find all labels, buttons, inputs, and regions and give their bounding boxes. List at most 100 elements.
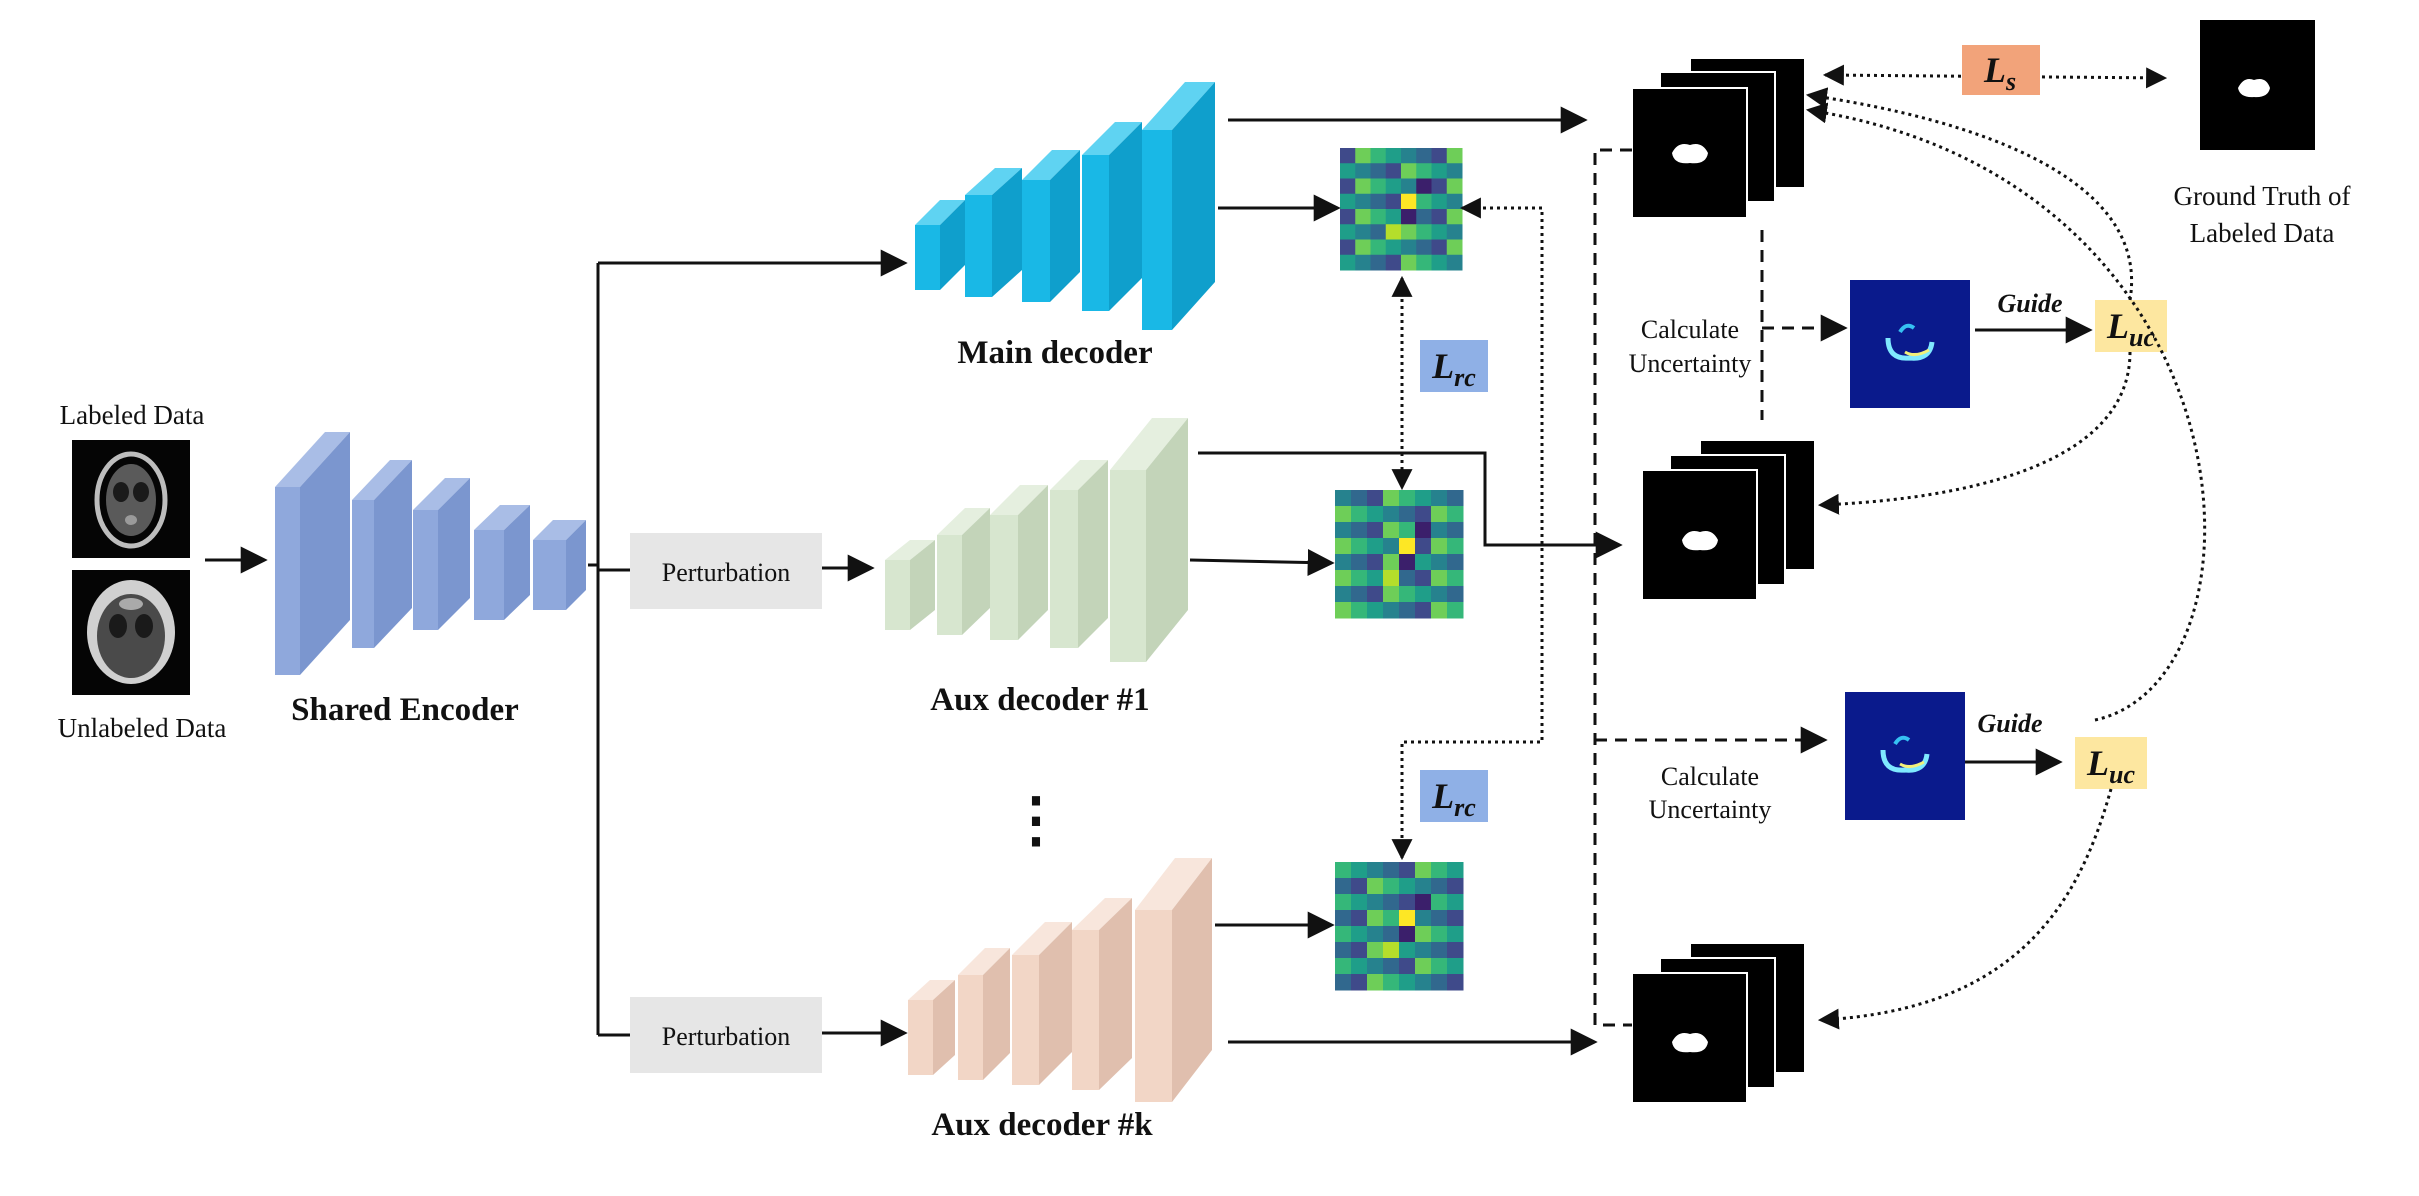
calc-uncertainty-1-line2: Uncertainty (1629, 349, 1752, 378)
heatmap-cell (1340, 224, 1356, 240)
heatmap-cell (1351, 958, 1368, 975)
heatmap-cell (1355, 193, 1371, 210)
heatmap-cell (1370, 254, 1387, 271)
loss-s-label: Ls (1983, 50, 2016, 96)
heatmap-cell (1431, 178, 1448, 195)
heatmap-cell (1340, 209, 1356, 225)
heatmap-cell (1447, 522, 1464, 539)
heatmap-cell (1335, 942, 1352, 959)
heatmap-cell (1401, 239, 1417, 256)
heatmap-cell (1446, 239, 1463, 256)
heatmap-cell (1351, 926, 1368, 943)
heatmap-cell (1367, 490, 1384, 507)
heatmap-cell (1415, 602, 1432, 619)
loss-uc-sub-1: uc (2129, 323, 2155, 352)
heatmap-cell (1351, 586, 1368, 603)
heatmap-cell (1335, 926, 1352, 943)
shared-encoder (275, 432, 586, 675)
heatmap-cell (1401, 224, 1417, 240)
heatmap-cell (1355, 224, 1371, 240)
heatmap-cell (1335, 602, 1352, 619)
heatmap-cell (1399, 554, 1416, 571)
ground-truth-line2: Labeled Data (2190, 218, 2335, 248)
heatmap-cell (1355, 239, 1371, 256)
heatmap-cell (1399, 958, 1416, 975)
heatmap-cell (1351, 894, 1368, 911)
heatmap-cell (1383, 506, 1400, 523)
heatmap-cell (1446, 178, 1463, 195)
heatmap-cell (1416, 148, 1432, 164)
perturbation-box-1 (630, 533, 822, 609)
heatmap-cell (1367, 586, 1384, 603)
heatmap-cell (1367, 894, 1384, 911)
heatmap-cell (1351, 942, 1368, 959)
heatmap-cell (1401, 193, 1417, 210)
heatmap-cell (1340, 254, 1356, 271)
heatmap-cell (1351, 602, 1368, 619)
heatmap-cell (1431, 570, 1448, 587)
heatmap-cell (1335, 958, 1352, 975)
loss-uc-label-1: Luc (2106, 306, 2155, 352)
main-decoder (915, 82, 1215, 330)
heatmap-cell (1383, 894, 1400, 911)
loss-rc-sub-1: rc (1454, 363, 1476, 392)
heatmap-cell (1335, 490, 1352, 507)
loss-uc-badge-2 (2075, 737, 2147, 789)
heatmap-cell (1370, 224, 1387, 240)
loss-rc-base-1: L (1431, 346, 1454, 386)
ground-truth-line1: Ground Truth of (2173, 181, 2350, 211)
calc-uncertainty-2-line1: Calculate (1661, 762, 1759, 791)
heatmap-cell (1401, 163, 1417, 179)
aux-decoder-k-label: Aux decoder #k (931, 1107, 1153, 1143)
heatmap-cell (1367, 878, 1384, 895)
heatmap-cell (1399, 942, 1416, 959)
loss-rc-base-2: L (1431, 776, 1454, 816)
heatmap-cell (1383, 522, 1400, 539)
heatmap-cell (1431, 878, 1448, 895)
heatmap-cell (1416, 209, 1432, 225)
heatmap-cell (1447, 910, 1464, 927)
heatmap-cell (1355, 163, 1371, 179)
heatmap-cell (1385, 239, 1402, 256)
heatmap-cell (1431, 862, 1448, 879)
heatmap-cell (1335, 538, 1352, 555)
heatmap-cell (1383, 926, 1400, 943)
heatmap-cell (1335, 878, 1352, 895)
uncertainty-dashed-lines (1593, 148, 1848, 1027)
feature-map-aux1 (1335, 490, 1464, 619)
heatmap-cell (1399, 862, 1416, 879)
feature-map-auxk (1335, 862, 1464, 991)
heatmap-cell (1335, 586, 1352, 603)
uncertainty-map-2 (1845, 692, 1965, 820)
loss-rc-badge-2 (1420, 770, 1488, 822)
heatmap-cell (1383, 910, 1400, 927)
labeled-data-label: Labeled Data (60, 400, 205, 430)
heatmap-cell (1431, 209, 1448, 225)
heatmap-cell (1370, 209, 1387, 225)
heatmap-cell (1370, 239, 1387, 256)
heatmap-cell (1415, 958, 1432, 975)
uncertainty-curved-arrows (1805, 87, 2207, 1030)
heatmap-cell (1431, 958, 1448, 975)
heatmap-cell (1355, 254, 1371, 271)
heatmap-cell (1367, 926, 1384, 943)
heatmap-cell (1335, 570, 1352, 587)
heatmap-cell (1385, 148, 1402, 164)
heatmap-cell (1446, 163, 1463, 179)
heatmap-cell (1447, 958, 1464, 975)
heatmap-cell (1367, 862, 1384, 879)
heatmap-cell (1431, 506, 1448, 523)
heatmap-cell (1401, 254, 1417, 271)
loss-uc-label-2: Luc (2086, 743, 2135, 789)
heatmap-cell (1367, 974, 1384, 991)
heatmap-cell (1355, 148, 1371, 164)
heatmap-cell (1431, 239, 1448, 256)
decoder-ellipsis: ⋮ (1006, 787, 1066, 853)
heatmap-cell (1335, 910, 1352, 927)
heatmap-cell (1431, 586, 1448, 603)
heatmap-cell (1383, 538, 1400, 555)
heatmap-cell (1370, 178, 1387, 195)
heatmap-cell (1367, 958, 1384, 975)
prediction-stack-main (1631, 57, 1806, 219)
calc-uncertainty-1-line1: Calculate (1641, 315, 1739, 344)
